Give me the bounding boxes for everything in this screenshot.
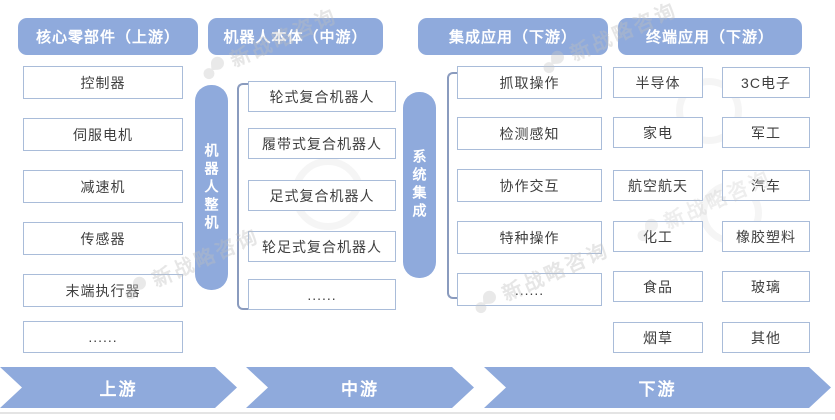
chain-item: 化工 [613, 221, 703, 252]
chain-item: 玻璃 [722, 271, 810, 302]
header-core-components-upstream: 核心零部件（上游） [18, 18, 198, 55]
chain-item: 半导体 [613, 67, 703, 98]
chain-item: 航空航天 [613, 170, 703, 201]
chain-item: 末端执行器 [23, 274, 183, 307]
chain-item: 协作交互 [457, 169, 602, 202]
bottom-divider [0, 412, 835, 414]
chain-item: ...... [248, 279, 396, 310]
chain-item: 汽车 [722, 170, 810, 201]
chain-item: 食品 [613, 271, 703, 302]
chain-item: 轮式复合机器人 [248, 81, 396, 112]
chain-item: 减速机 [23, 170, 183, 203]
chain-item: 军工 [722, 117, 810, 148]
chain-item: 传感器 [23, 222, 183, 255]
chain-item: 伺服电机 [23, 118, 183, 151]
chain-item: 检测感知 [457, 117, 602, 150]
chain-item: 轮足式复合机器人 [248, 231, 396, 262]
vertical-bar-robot-complete: 机器人整机 [195, 85, 228, 290]
bracket-midstream [237, 83, 248, 310]
chain-item: 橡胶塑料 [722, 221, 810, 252]
chain-item: 履带式复合机器人 [248, 128, 396, 159]
chain-item: 抓取操作 [457, 66, 602, 99]
flow-arrow-downstream: 下游 [484, 367, 831, 408]
chain-item: 家电 [613, 117, 703, 148]
flow-arrow-midstream: 中游 [246, 367, 474, 408]
vertical-bar-system-integration: 系统集成 [403, 92, 436, 278]
chain-item: 3C电子 [722, 67, 810, 98]
header-terminal-apps-downstream: 终端应用（下游） [618, 18, 802, 55]
chain-item: ...... [23, 321, 183, 353]
chain-item: ...... [457, 273, 602, 306]
chain-item: 控制器 [23, 66, 183, 99]
chain-item: 烟草 [613, 322, 703, 353]
header-integrated-apps-downstream: 集成应用（下游） [418, 18, 608, 55]
chain-item: 足式复合机器人 [248, 180, 396, 211]
header-robot-body-midstream: 机器人本体（中游） [208, 18, 383, 55]
bracket-integration [447, 72, 458, 299]
chain-item: 特种操作 [457, 221, 602, 254]
watermark-logo-icon [199, 54, 228, 80]
flow-arrow-upstream: 上游 [0, 367, 237, 408]
chain-item: 其他 [722, 322, 810, 353]
